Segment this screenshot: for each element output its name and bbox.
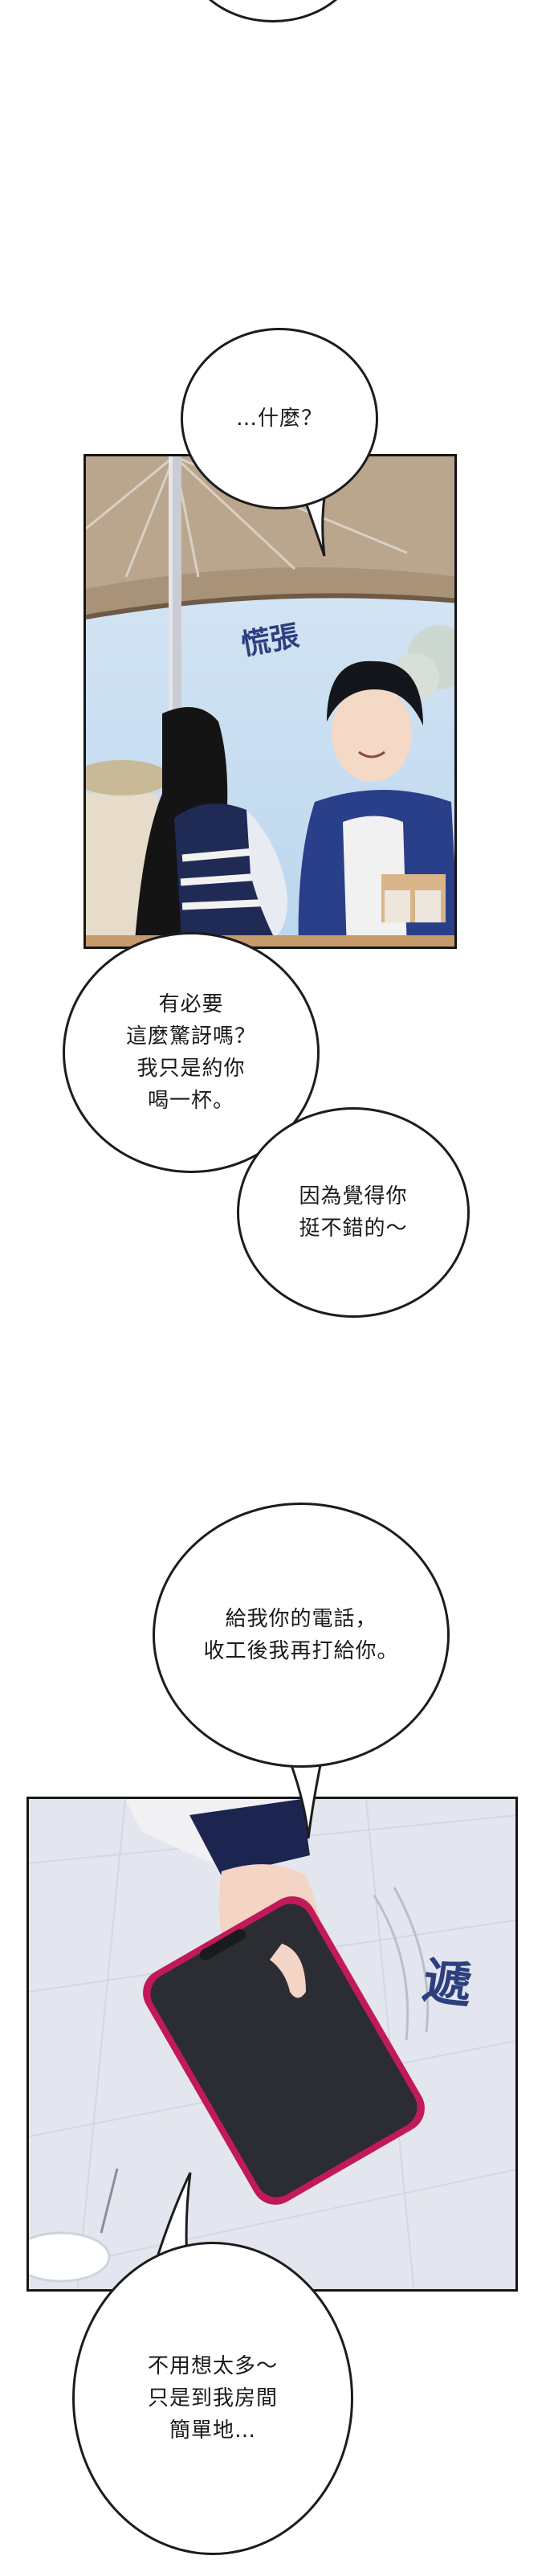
panel-beach-umbrella	[84, 454, 457, 949]
speech-bubble-surprised: 有必要 這麼驚訝嗎？ 我只是約你 喝一杯。	[63, 932, 320, 1173]
speech-tail	[155, 2172, 192, 2262]
sfx-hand-over-text: 遞	[419, 1952, 475, 2015]
panel-illustration-phone	[29, 1799, 515, 2289]
speech-bubble-top-fragment	[185, 0, 361, 22]
panel-illustration-beach	[86, 456, 454, 947]
speech-text: 不用想太多～ 只是到我房間 簡單地…	[147, 2354, 278, 2443]
speech-text: 因為覺得你 挺不錯的～	[299, 1184, 408, 1241]
speech-bubble-my-room: 不用想太多～ 只是到我房間 簡單地…	[72, 2242, 353, 2555]
speech-text: 給我你的電話， 收工後我再打給你。	[203, 1607, 399, 1663]
speech-bubble-compliment: 因為覺得你 挺不錯的～	[237, 1107, 470, 1318]
speech-text: …什麼？	[235, 407, 323, 431]
speech-tail	[284, 1749, 324, 1839]
panel-phone-handover	[26, 1797, 518, 2292]
speech-bubble-phone-number: 給我你的電話， 收工後我再打給你。	[153, 1503, 450, 1768]
speech-text: 有必要 這麼驚訝嗎？ 我只是約你 喝一杯。	[125, 992, 256, 1113]
speech-bubble-what: …什麼？	[181, 328, 378, 509]
